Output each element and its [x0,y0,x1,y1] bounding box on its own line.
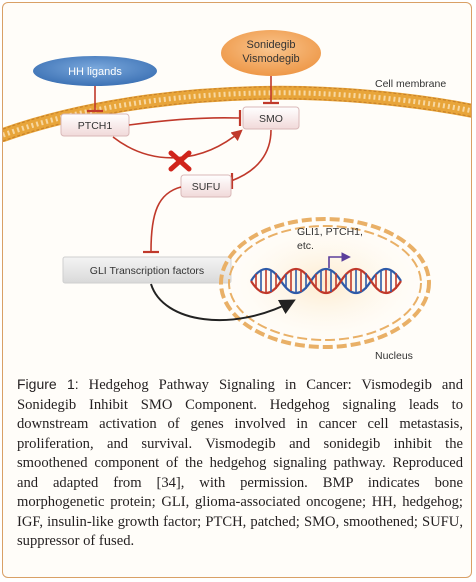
ptch1-smo-blocked-arrow [112,129,243,159]
sufu-node: SUFU [180,174,232,198]
hh-ligands-node: HH ligands [33,56,157,86]
ptch1-label: PTCH1 [78,120,113,132]
nucleus-label: Nucleus [375,350,413,362]
target-genes-label-1: GLI1, PTCH1, [297,226,363,238]
block-x-icon [168,150,192,172]
gli-activates-genes [150,283,296,322]
smo-inhibits-sufu [230,129,272,189]
caption-text: Hedgehog Pathway Signaling in Cancer: Vi… [17,377,463,549]
hh-ligands-label: HH ligands [68,66,122,78]
nucleus [215,215,435,351]
figure-caption: Figure 1: Hedgehog Pathway Signaling in … [17,375,463,552]
gli-node: GLI Transcription factors [62,256,232,284]
ptch1-inhibits-smo [128,110,242,126]
smo-label: SMO [259,113,283,125]
sufu-inhibits-gli [143,186,182,254]
figure-label: Figure 1: [17,376,79,392]
ptch1-node: PTCH1 [60,113,130,137]
sonidegib-label: Sonidegib [247,39,296,51]
cell-membrane-label: Cell membrane [375,78,446,90]
gli-label: GLI Transcription factors [90,265,204,277]
drug-node: Sonidegib Vismodegib [221,30,321,76]
smo-node: SMO [242,106,300,130]
sufu-label: SUFU [192,181,221,193]
hh-inhibits-ptch1 [87,86,103,113]
figure-frame: Cell membrane HH ligands Sonidegib Vismo… [2,2,472,578]
dna-helix [250,267,402,295]
pathway-diagram: Cell membrane HH ligands Sonidegib Vismo… [3,30,471,362]
vismodegib-label: Vismodegib [242,53,299,65]
target-genes-label-2: etc. [297,240,314,252]
transcription-start-arrow [328,252,351,268]
drugs-inhibit-smo [263,76,279,105]
